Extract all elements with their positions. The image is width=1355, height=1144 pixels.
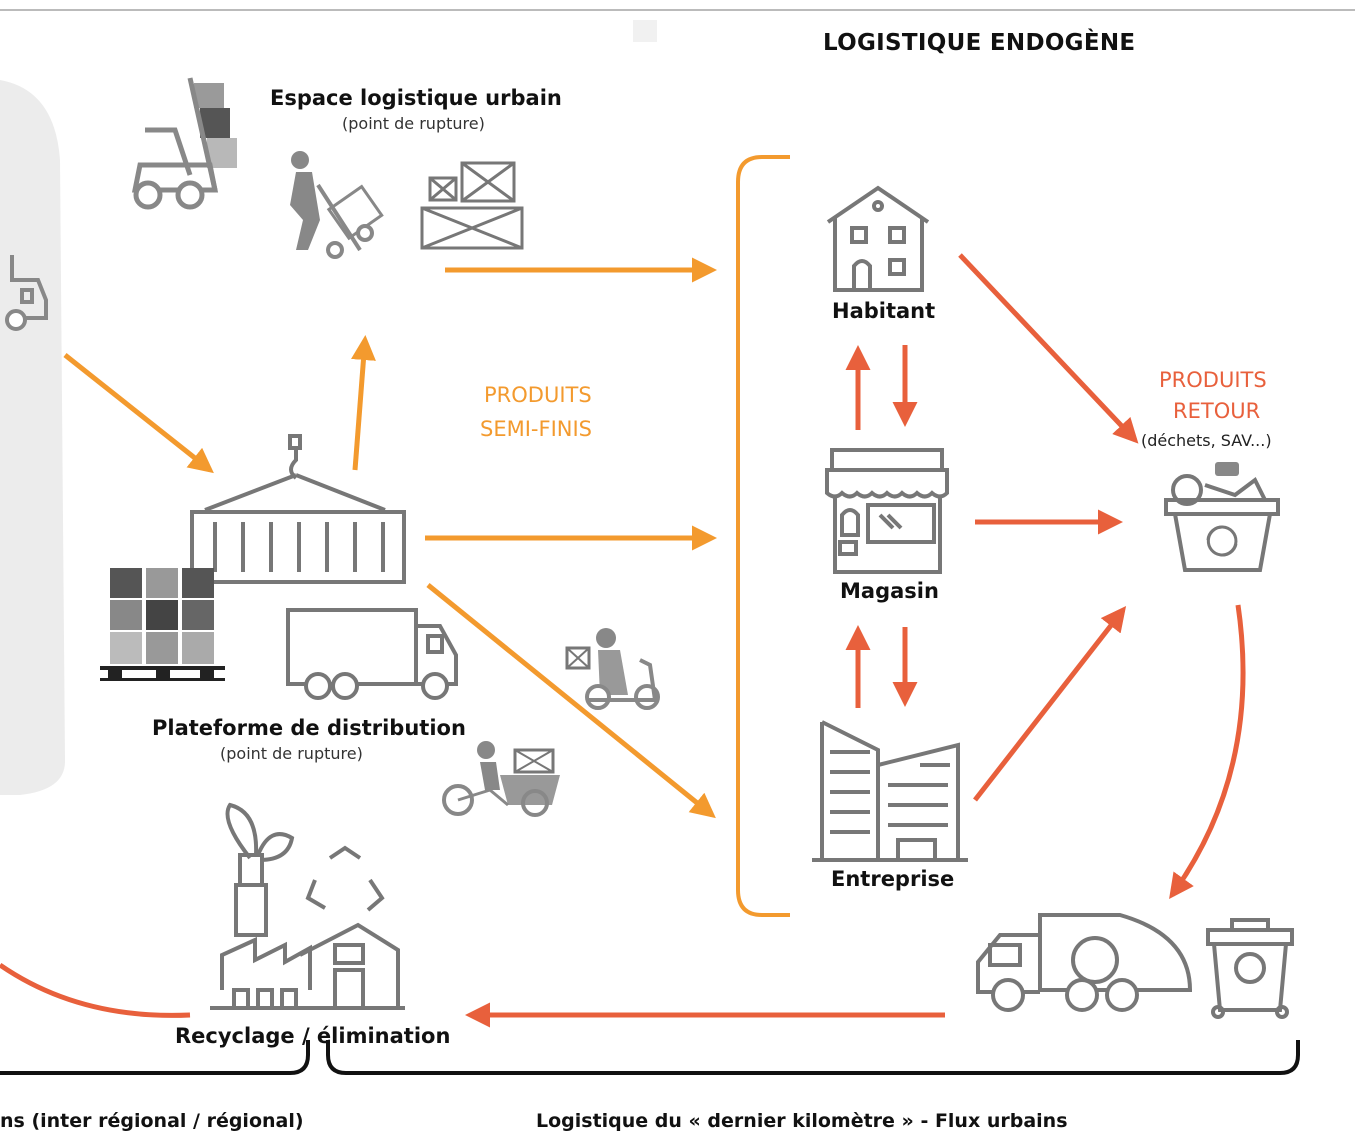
- scooter-courier-icon: [565, 628, 660, 710]
- retour-line2: RETOUR: [1173, 399, 1261, 423]
- forklift-icon: [131, 77, 237, 210]
- truck-partial-icon: [5, 255, 48, 331]
- semi-finis-line1: PRODUITS: [484, 383, 592, 407]
- arrow-exogene-to-plateforme: [63, 353, 214, 474]
- bottom-braces: [0, 1040, 1300, 1075]
- container-icon: [190, 434, 406, 584]
- retour-note: (déchets, SAV...): [1141, 431, 1272, 450]
- arrow-recyclage-to-exogene: [0, 962, 191, 1018]
- espace-logistique-note: (point de rupture): [342, 114, 485, 133]
- footer-left-label: ns (inter régional / régional): [0, 1110, 304, 1132]
- wheelie-bin-icon: [1206, 918, 1294, 1019]
- office-building-icon: [812, 720, 968, 862]
- arrow-entreprise-to-retour: [973, 606, 1127, 802]
- small-square-marker: [633, 20, 657, 42]
- plateforme-distribution-label: Plateforme de distribution: [152, 716, 466, 740]
- shop-icon: [825, 448, 949, 574]
- exogene-panel: [0, 80, 66, 795]
- orange-flow-arrows: [63, 257, 717, 819]
- red-flow-arrows: [0, 253, 1246, 1028]
- plateforme-distribution-note: (point de rupture): [220, 744, 363, 763]
- cargo-bike-icon: [442, 741, 560, 817]
- recyclage-label: Recyclage / élimination: [175, 1024, 451, 1048]
- retour-line1: PRODUITS: [1159, 368, 1267, 392]
- pallet-icon: [100, 568, 225, 681]
- recycling-factory-icon: [210, 802, 405, 1010]
- arrow-plateforme-to-espace: [351, 335, 376, 471]
- semi-finis-line2: SEMI-FINIS: [480, 417, 592, 441]
- arrow-habitant-to-retour: [958, 253, 1139, 444]
- magasin-label: Magasin: [840, 579, 939, 603]
- espace-logistique-label: Espace logistique urbain: [270, 86, 562, 110]
- arrow-plateforme-to-entreprise: [426, 583, 716, 819]
- destinations-bracket: [736, 155, 790, 917]
- waste-bin-icon: [1164, 462, 1280, 572]
- house-icon: [826, 185, 930, 292]
- garbage-truck-icon: [976, 913, 1193, 1012]
- worker-handtruck-icon: [290, 151, 384, 259]
- brace-dernier-km: [326, 1040, 1300, 1075]
- crates-icon: [420, 161, 524, 250]
- brace-exogene: [0, 1040, 310, 1075]
- habitant-label: Habitant: [832, 299, 936, 323]
- entreprise-label: Entreprise: [831, 867, 955, 891]
- recycle-symbol-icon: [305, 845, 385, 912]
- diagram-title: LOGISTIQUE ENDOGÈNE: [823, 30, 1136, 56]
- arrow-retour-to-collecte: [1169, 604, 1246, 900]
- footer-right-label: Logistique du « dernier kilomètre » - Fl…: [536, 1110, 1068, 1132]
- delivery-truck-icon: [286, 608, 458, 700]
